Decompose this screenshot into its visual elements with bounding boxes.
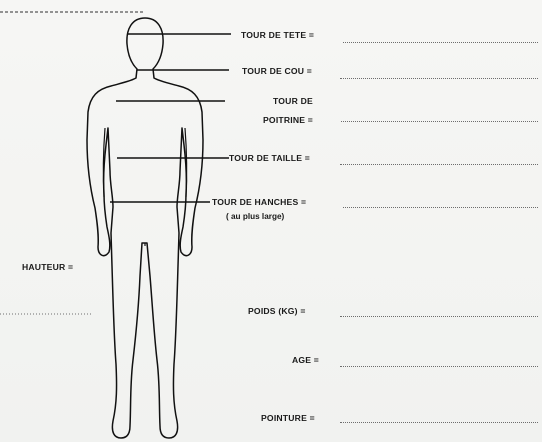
chest-circumference-label-line1: TOUR DE [273,97,313,106]
age-entry-line[interactable] [340,366,538,367]
hips-circumference-entry-line[interactable] [343,207,538,208]
weight-label: POIDS (KG) = [248,307,306,316]
head-circumference-label: TOUR DE TETE = [241,31,314,40]
hips-circumference-label: TOUR DE HANCHES = [212,198,306,207]
human-silhouette [87,18,203,438]
age-label: AGE = [292,356,319,365]
shoe-size-label: POINTURE = [261,414,315,423]
chest-circumference-label-line2: POITRINE = [263,116,313,125]
hips-circumference-note: ( au plus large) [226,213,284,221]
shoe-size-entry-line[interactable] [340,422,538,423]
head-circumference-entry-line[interactable] [343,42,538,43]
waist-circumference-entry-line[interactable] [340,164,538,165]
neck-circumference-label: TOUR DE COU = [242,67,312,76]
chest-circumference-entry-line[interactable] [341,121,538,122]
height-label: HAUTEUR = [22,263,73,272]
neck-circumference-entry-line[interactable] [340,78,538,79]
weight-entry-line[interactable] [340,316,538,317]
waist-circumference-label: TOUR DE TAILLE = [229,154,310,163]
